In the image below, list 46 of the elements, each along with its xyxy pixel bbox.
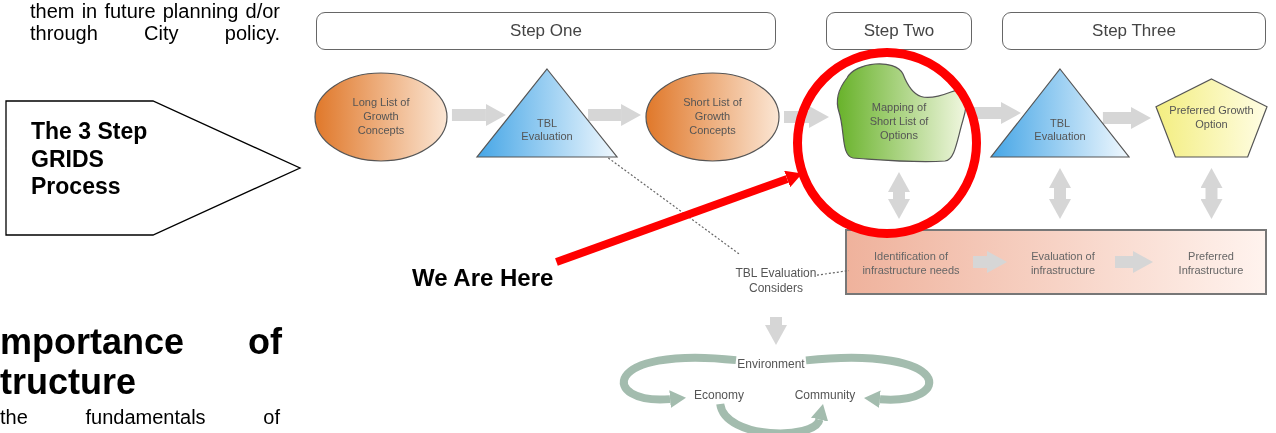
step-heading: Step One <box>510 20 582 42</box>
dotted-line <box>816 269 850 276</box>
ellipse-node <box>645 72 780 162</box>
arrow <box>1102 107 1151 129</box>
node-text: TBL Evaluation Considers <box>735 255 817 307</box>
process-step-text: Identification of infrastructure needs <box>851 231 971 297</box>
highlight-circle <box>793 48 981 238</box>
callout-arrow-box <box>5 100 301 236</box>
triangle-node <box>476 68 618 158</box>
paragraph-text: the fundamentals of <box>0 406 280 429</box>
node-label: Mapping of Short List of Options <box>868 101 930 143</box>
paragraph-text: them in future planning d/or through City policy. <box>30 0 280 45</box>
step-heading: Step Three <box>1092 20 1176 42</box>
double-arrow <box>1200 168 1223 219</box>
arrow <box>619 353 737 408</box>
arrow <box>588 104 642 126</box>
triangle-node <box>990 68 1130 158</box>
arrow <box>451 104 506 126</box>
arrow <box>765 317 787 345</box>
arrow <box>1115 251 1153 273</box>
infrastructure-panel <box>845 229 1267 295</box>
arrow <box>784 106 829 128</box>
section-heading: mportance of tructure <box>0 322 282 403</box>
process-step-text: Preferred Infrastructure <box>1159 231 1263 297</box>
double-arrow <box>1049 168 1071 219</box>
double-arrow <box>888 172 910 219</box>
node-text: Community <box>786 386 864 404</box>
node-label: Long List of Growth Concepts <box>351 96 411 138</box>
process-step-text: Evaluation of infrastructure <box>1013 231 1113 297</box>
node-label: TBL Evaluation <box>1033 116 1087 144</box>
dotted-line <box>607 157 742 256</box>
arrow <box>973 251 1007 273</box>
arrow <box>805 354 934 409</box>
ellipse-node <box>314 72 448 162</box>
callout-text: We Are Here <box>412 262 612 294</box>
node-label: The 3 Step GRIDS Process <box>31 118 149 201</box>
node-label: Preferred Growth Option <box>1168 104 1255 132</box>
step-header-band <box>316 12 776 50</box>
node-label: TBL Evaluation <box>520 116 574 144</box>
step-header-band <box>826 12 972 50</box>
step-heading: Step Two <box>863 20 935 42</box>
node-text: Environment <box>736 355 806 373</box>
node-text: Economy <box>686 386 752 404</box>
step-header-band <box>1002 12 1266 50</box>
pentagon-node <box>1155 78 1268 158</box>
node-label: Short List of Growth Concepts <box>682 96 743 138</box>
